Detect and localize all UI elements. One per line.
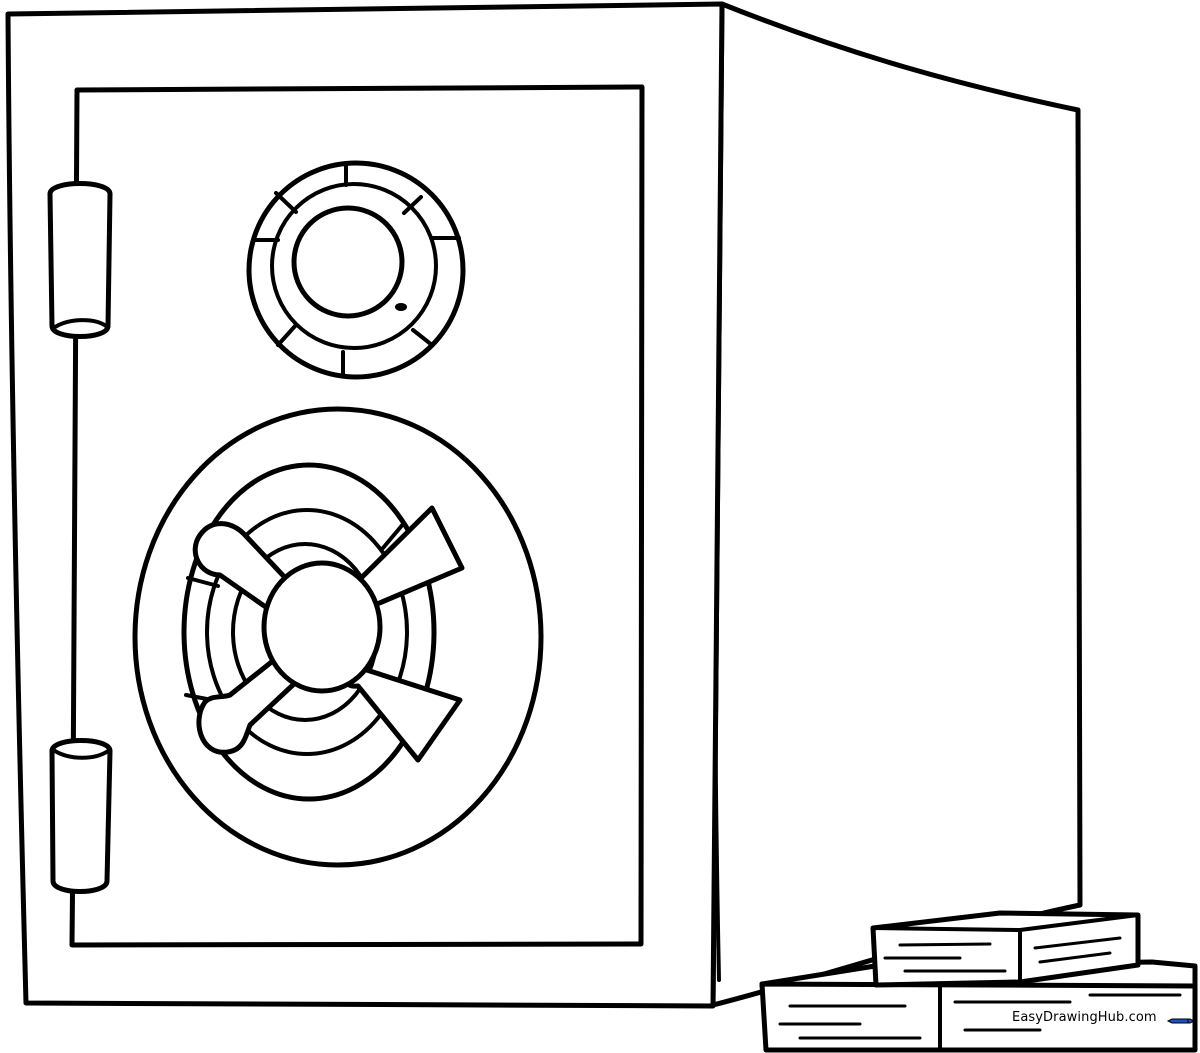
bottom-bundle [759,981,1198,1053]
watermark-text: EasyDrawingHub.com [1012,1010,1157,1025]
handle-wheel [132,406,544,868]
money-stack [759,910,1198,1053]
safe-side-panel [710,1,1083,1008]
pen-icon [1166,1018,1196,1024]
top-hinge [47,181,113,339]
top-bundle [870,910,1141,988]
bottom-hinge [49,738,113,894]
combination-dial [246,160,466,380]
wheel-hub [261,560,383,694]
wheel-spoke-lower-left [196,657,298,755]
